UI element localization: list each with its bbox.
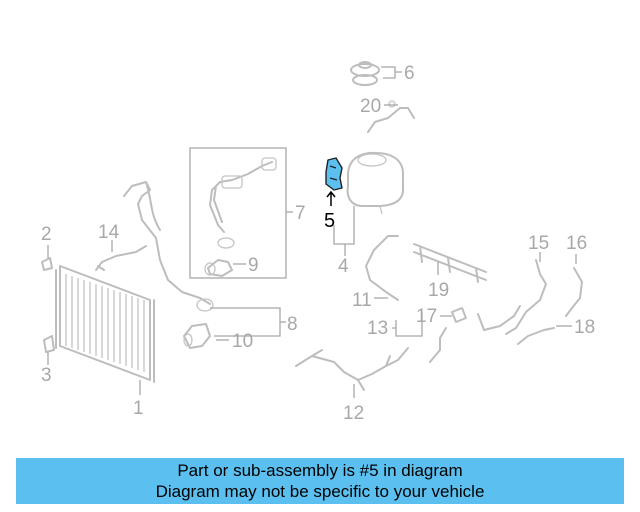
callout-6: 6 [404, 63, 415, 84]
callout-8: 8 [287, 314, 298, 335]
callout-20: 20 [360, 96, 381, 117]
part-6-cap[interactable] [350, 61, 380, 86]
part-13-hose[interactable] [429, 305, 521, 363]
part-9-gasket[interactable] [207, 259, 233, 277]
part-5-bracket[interactable] [325, 157, 343, 191]
callout-7: 7 [295, 203, 306, 224]
part-8-hose[interactable] [123, 181, 211, 305]
callout-19: 19 [428, 280, 449, 301]
callout-18: 18 [574, 317, 595, 338]
part-1-radiator[interactable] [55, 265, 155, 383]
part-11-hose[interactable] [365, 235, 399, 301]
part-20-hose[interactable] [367, 107, 415, 133]
callout-4: 4 [338, 256, 349, 277]
callout-5-arrow [326, 190, 336, 206]
part-4-tank[interactable] [346, 151, 404, 215]
info-banner: Part or sub-assembly is #5 in diagram Di… [16, 458, 624, 504]
callout-11: 11 [352, 290, 372, 311]
part-14-hose[interactable] [95, 245, 147, 271]
part-18-hose[interactable] [517, 327, 555, 345]
callout-1: 1 [133, 398, 144, 419]
group-7-box [189, 147, 287, 279]
callout-3: 3 [41, 365, 52, 386]
callout-5: 5 [324, 210, 335, 232]
parts-diagram: 6 20 7 9 5 4 14 8 10 [41, 61, 595, 424]
part-16-hose[interactable] [565, 267, 583, 317]
part-3-bracket[interactable] [43, 335, 55, 353]
banner-line-2: Diagram may not be specific to your vehi… [155, 482, 485, 501]
part-19-pipe[interactable] [413, 243, 487, 283]
part-10-fitting[interactable] [183, 323, 211, 349]
part-17-clip[interactable] [451, 307, 467, 323]
callout-17: 17 [416, 306, 437, 327]
callout-13: 13 [367, 318, 388, 339]
callout-15: 15 [528, 233, 549, 254]
callout-9: 9 [248, 255, 259, 276]
part-12-lines[interactable] [295, 347, 409, 391]
callout-2: 2 [41, 224, 52, 245]
part-7-hose[interactable] [209, 161, 273, 233]
banner-line-1: Part or sub-assembly is #5 in diagram [177, 461, 463, 480]
callout-10: 10 [232, 331, 253, 352]
callout-12: 12 [343, 403, 364, 424]
part-15-hose[interactable] [505, 259, 547, 335]
part-2-bracket[interactable] [41, 257, 53, 271]
callout-16: 16 [566, 233, 587, 254]
callout-14: 14 [98, 222, 120, 243]
